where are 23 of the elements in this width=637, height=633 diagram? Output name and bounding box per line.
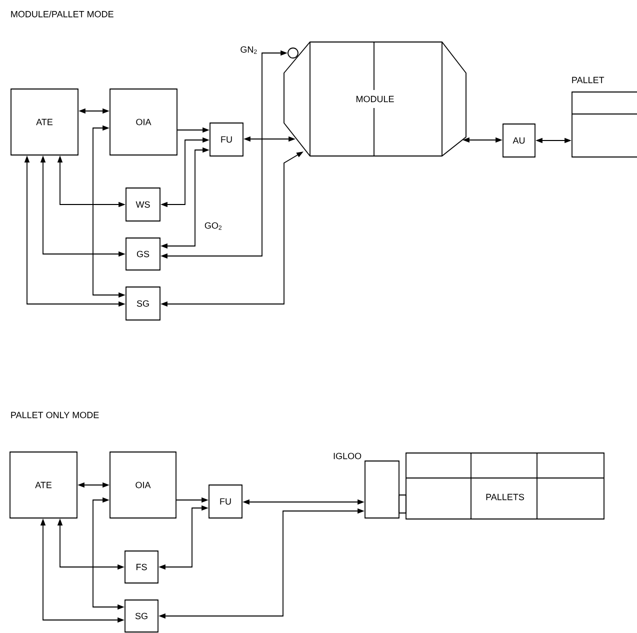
process-box: ATE — [10, 88, 78, 156]
pallet-box: PALLET — [572, 76, 637, 158]
edge-label: GO$_{2}$ — [203, 221, 224, 231]
process-box: GS — [126, 238, 160, 270]
process-box: FS — [124, 550, 158, 584]
section-heading: MODULE/PALLET MODE — [11, 10, 114, 18]
igloo-box: IGLOO — [334, 452, 400, 518]
process-box: SG — [124, 600, 158, 632]
module-drawing: MODULE — [284, 42, 466, 156]
process-box: ATE — [10, 452, 78, 518]
process-box: AU — [502, 124, 536, 158]
process-box: OIA — [110, 88, 178, 156]
process-box: OIA — [110, 452, 176, 518]
pallets-drawing: PALLETS — [406, 452, 604, 520]
process-box: WS — [126, 188, 160, 222]
process-box: FU — [208, 484, 242, 518]
section-heading: PALLET ONLY MODE — [11, 412, 99, 418]
process-box: FU — [210, 122, 244, 156]
process-box: SG — [126, 286, 160, 320]
valve-circle — [288, 48, 298, 58]
node-label: PALLET — [572, 76, 604, 84]
edge-label: GN$_{2}$ — [239, 45, 259, 55]
node-label: IGLOO — [334, 452, 362, 460]
